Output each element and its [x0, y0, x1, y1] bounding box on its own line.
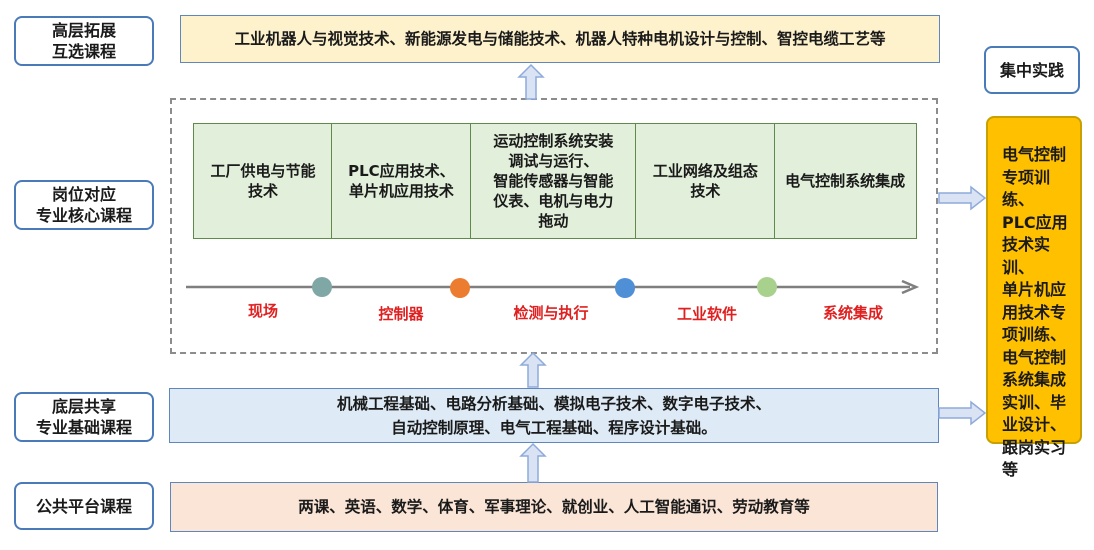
practice-line: 用技术专 — [1002, 302, 1067, 322]
core-course-line: 调试与运行、 — [508, 152, 599, 170]
core-courses-row: 工厂供电与节能 技术 PLC应用技术、 单片机应用技术 运动控制系统安装 调试与… — [193, 123, 917, 239]
practice-line: 电气控制 — [1002, 145, 1067, 164]
practice-line: 业设计、 — [1002, 415, 1067, 434]
arrow-right-core-to-practice-icon — [938, 185, 987, 211]
practice-line: 等 — [1002, 460, 1019, 479]
timeline-label-field: 现场 — [247, 302, 278, 320]
practice-title-text: 集中实践 — [999, 60, 1064, 80]
core-course-line: 工业网络及组态 — [652, 162, 758, 180]
arrow-up-to-core-icon — [519, 351, 547, 388]
top-elective-text: 工业机器人与视觉技术、新能源发电与储能技术、机器人特种电机设计与控制、智控电缆工… — [234, 30, 886, 48]
arrow-up-to-base-icon — [519, 442, 547, 483]
practice-line: PLC应用 — [1002, 212, 1068, 232]
arrow-right-base-to-practice-icon — [938, 400, 987, 426]
timeline-label-software: 工业软件 — [676, 305, 737, 323]
practice-line: 专项训练、 — [1002, 167, 1051, 210]
core-course-line: 技术 — [690, 182, 721, 200]
timeline-label-integration: 系统集成 — [822, 304, 883, 322]
core-course-motion-control: 运动控制系统安装 调试与运行、 智能传感器与智能 仪表、电机与电力 拖动 — [469, 123, 637, 239]
timeline-dot-2 — [450, 278, 470, 298]
label-base-line-2: 专业基础课程 — [35, 418, 132, 437]
core-dashed-frame — [170, 98, 938, 354]
practice-content-box: 电气控制专项训练、PLC应用技术实训、单片机应用技术专项训练、电气控制系统集成实… — [986, 116, 1082, 479]
core-course-plc: PLC应用技术、 单片机应用技术 — [331, 123, 472, 239]
practice-line: 单片机应 — [1002, 280, 1067, 299]
core-course-line: 电气控制系统集成 — [785, 172, 906, 190]
core-course-power-supply: 工厂供电与节能 技术 — [193, 123, 333, 239]
arrow-up-to-top-icon — [517, 63, 545, 100]
label-public-courses: 公共平台课程 — [14, 482, 154, 530]
practice-line: 跟岗实习 — [1002, 437, 1067, 457]
core-course-system-integration: 电气控制系统集成 — [773, 123, 917, 239]
label-core-courses: 岗位对应 专业核心课程 — [14, 180, 154, 230]
core-course-line: 单片机应用技术 — [348, 182, 454, 200]
core-course-line: 工厂供电与节能 — [210, 162, 316, 180]
core-course-line: 智能传感器与智能 — [493, 172, 614, 190]
timeline-dot-3 — [615, 278, 635, 298]
core-course-line: PLC应用技术、 — [348, 162, 455, 180]
core-course-line: 运动控制系统安装 — [493, 132, 614, 150]
timeline-dot-1 — [312, 277, 332, 297]
base-courses-bar: 机械工程基础、电路分析基础、模拟电子技术、数字电子技术、 自动控制原理、电气工程… — [169, 388, 939, 443]
label-base-line-1: 底层共享 — [51, 397, 116, 416]
practice-line: 电气控制 — [1002, 347, 1067, 367]
core-course-industrial-network: 工业网络及组态 技术 — [635, 123, 776, 239]
base-courses-line-1: 机械工程基础、电路分析基础、模拟电子技术、数字电子技术、 — [336, 394, 771, 413]
practice-line: 实训、毕 — [1002, 392, 1067, 412]
public-courses-bar: 两课、英语、数学、体育、军事理论、就创业、人工智能通识、劳动教育等 — [170, 482, 938, 532]
practice-line: 项训练、 — [1002, 325, 1067, 344]
label-public-text: 公共平台课程 — [35, 496, 132, 516]
practice-lines: 电气控制专项训练、PLC应用技术实训、单片机应用技术专项训练、电气控制系统集成实… — [1002, 144, 1072, 482]
label-core-line-1: 岗位对应 — [51, 185, 116, 204]
public-courses-text: 两课、英语、数学、体育、军事理论、就创业、人工智能通识、劳动教育等 — [298, 498, 810, 516]
label-base-courses: 底层共享 专业基础课程 — [14, 392, 154, 442]
label-core-line-2: 专业核心课程 — [35, 206, 132, 225]
top-elective-bar: 工业机器人与视觉技术、新能源发电与储能技术、机器人特种电机设计与控制、智控电缆工… — [180, 15, 940, 63]
label-top-line-2: 互选课程 — [51, 42, 116, 61]
timeline-label-controller: 控制器 — [378, 305, 424, 323]
core-course-line: 技术 — [247, 182, 278, 200]
timeline-label-detection: 检测与执行 — [513, 304, 589, 322]
label-top-elective: 高层拓展 互选课程 — [14, 16, 154, 66]
timeline-dot-4 — [757, 277, 777, 297]
label-top-line-1: 高层拓展 — [51, 21, 116, 40]
core-course-line: 仪表、电机与电力 — [493, 192, 614, 210]
core-course-line: 拖动 — [538, 212, 569, 230]
base-courses-line-2: 自动控制原理、电气工程基础、程序设计基础。 — [391, 418, 717, 437]
practice-line: 系统集成 — [1002, 370, 1067, 389]
practice-title-box: 集中实践 — [984, 46, 1080, 94]
practice-line: 技术实训、 — [1002, 235, 1051, 277]
